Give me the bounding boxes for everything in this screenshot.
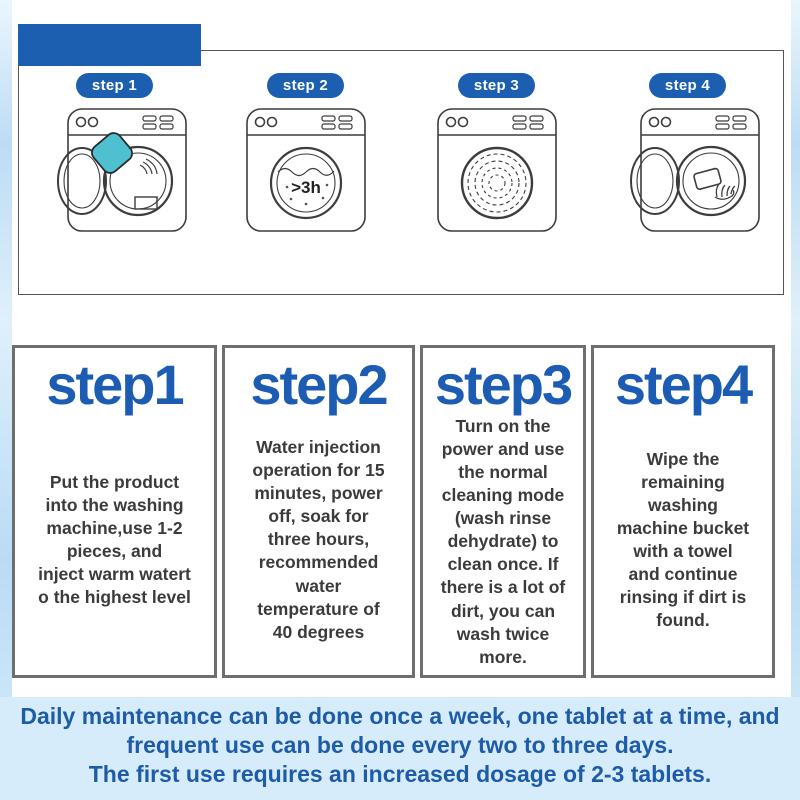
- drum-icon: [675, 145, 746, 217]
- open-door-icon: [56, 147, 107, 215]
- water-line-icon: [277, 167, 334, 177]
- step-4-badge: step 4: [648, 73, 727, 98]
- left-edge-strip: [0, 0, 12, 800]
- towel-icon: [692, 167, 722, 190]
- drum-icon: [102, 145, 173, 217]
- soak-time-label: >3h: [291, 178, 321, 197]
- drum-icon: [269, 146, 342, 220]
- maintenance-note-text: Daily maintenance can be done once a wee…: [20, 703, 780, 787]
- open-door-icon: [629, 147, 680, 215]
- control-vents-icon: [511, 115, 544, 130]
- step-4-title: step4: [614, 353, 753, 416]
- control-vents-icon: [320, 115, 353, 130]
- maintenance-note-banner: Daily maintenance can be done once a wee…: [0, 697, 800, 800]
- control-vents-icon: [714, 115, 747, 130]
- washing-machine-dirty-drum-icon: [436, 108, 557, 232]
- detergent-tray-icon: [133, 196, 158, 210]
- step-2-title: step2: [250, 353, 388, 416]
- bubble-dots-icon: [285, 183, 328, 206]
- washing-machine-wipe-towel-icon: [629, 108, 760, 232]
- diagram-step-4: step 4: [613, 73, 763, 237]
- header-blue-tab: [18, 24, 201, 66]
- cleaning-tablet-icon: [90, 132, 133, 174]
- hand-icon: [714, 183, 735, 200]
- step-2-badge: step 2: [266, 73, 345, 98]
- step-3-badge: step 3: [457, 73, 536, 98]
- diagram-step-2: step 2 >3h: [231, 73, 381, 237]
- dirt-swirl-icon: [466, 153, 527, 213]
- washing-machine-soaking-icon: >3h: [245, 108, 366, 232]
- drop-in-motion-icon: [139, 158, 158, 175]
- drum-icon: [460, 146, 533, 220]
- steps-diagram-panel: step 1: [18, 50, 784, 295]
- diagram-step-3: step 3: [422, 73, 572, 237]
- step-3-title: step3: [434, 353, 573, 416]
- step-1-badge: step 1: [75, 73, 154, 98]
- control-vents-icon: [141, 115, 174, 130]
- washing-machine-open-door-tablet-icon: [56, 108, 187, 232]
- step-1-title: step1: [46, 353, 184, 416]
- right-edge-strip: [791, 0, 800, 800]
- diagram-step-1: step 1: [40, 73, 190, 237]
